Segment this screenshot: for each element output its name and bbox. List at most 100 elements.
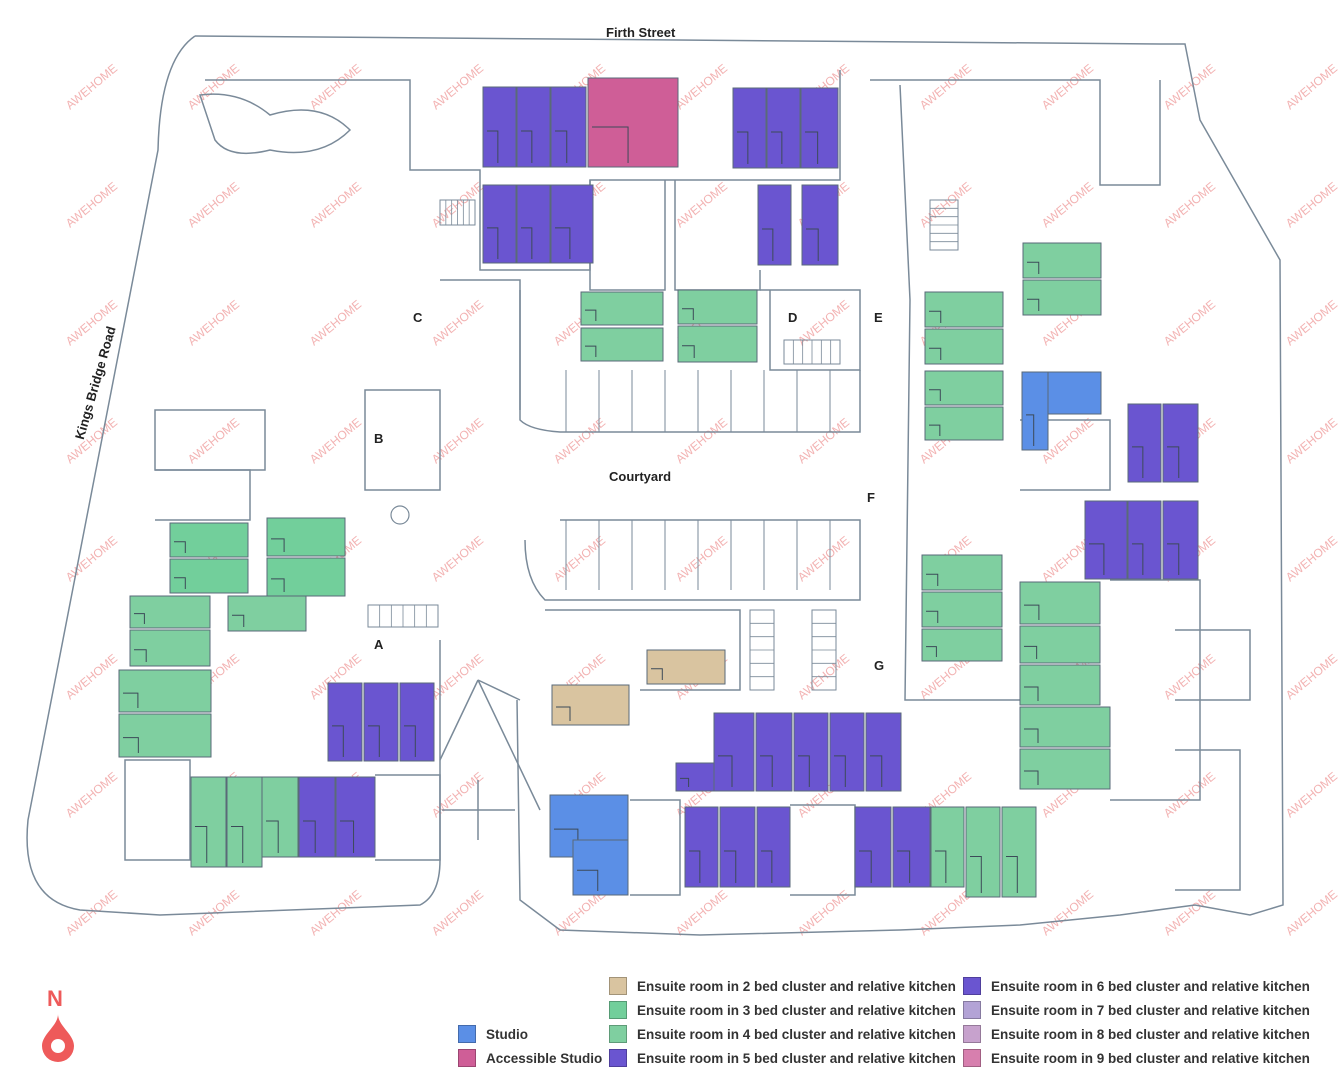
- watermark-text: AWEHOME: [795, 297, 852, 348]
- ensuite-partition: [805, 131, 819, 164]
- room-cluster-5: [399, 682, 435, 762]
- legend-label: Ensuite room in 3 bed cluster and relati…: [637, 1002, 956, 1018]
- ensuite-partition: [760, 755, 773, 787]
- ensuite-partition: [271, 538, 285, 552]
- watermark-text: AWEHOME: [673, 887, 730, 938]
- watermark-text: AWEHOME: [185, 297, 242, 348]
- room-studio: [572, 839, 629, 896]
- watermark-text: AWEHOME: [673, 533, 730, 584]
- watermark-text: AWEHOME: [63, 887, 120, 938]
- watermark-text: AWEHOME: [1161, 651, 1218, 702]
- room-cluster-5: [1127, 403, 1162, 483]
- room-cluster-5: [1084, 500, 1128, 580]
- wall-outline: [545, 609, 741, 691]
- room-cluster-5: [298, 776, 336, 858]
- watermark-text: AWEHOME: [63, 651, 120, 702]
- room-cluster-5: [801, 184, 839, 266]
- room-cluster-4: [1022, 279, 1102, 316]
- room-cluster-4: [1019, 625, 1101, 664]
- room-cluster-3: [266, 517, 346, 557]
- wall-outline: [1175, 629, 1251, 701]
- room-cluster-4: [924, 406, 1004, 441]
- ensuite-partition: [1132, 543, 1144, 575]
- stair-label-e: E: [874, 310, 883, 325]
- room-cluster-4: [580, 327, 664, 362]
- north-label: N: [47, 986, 63, 1011]
- wall-outline: [1020, 419, 1111, 491]
- watermark-text: AWEHOME: [307, 179, 364, 230]
- stair-label-c: C: [413, 310, 423, 325]
- ensuite-partition: [859, 850, 872, 883]
- ensuite-partition: [935, 850, 947, 883]
- room-cluster-4: [921, 554, 1003, 591]
- watermark-text: AWEHOME: [63, 179, 120, 230]
- room-cluster-4: [924, 291, 1004, 328]
- wheelchair-icon: [390, 505, 410, 525]
- wall-outline: [364, 389, 441, 491]
- room-cluster-4: [924, 370, 1004, 406]
- room-cluster-5: [713, 712, 755, 792]
- stair-label-a: A: [374, 637, 384, 652]
- legend-label: Ensuite room in 6 bed cluster and relati…: [991, 978, 1310, 994]
- ensuite-partition: [271, 578, 285, 592]
- ensuite-partition: [718, 755, 733, 787]
- ensuite-partition: [555, 130, 568, 163]
- room-cluster-5: [516, 184, 551, 264]
- ensuite-partition: [870, 755, 883, 787]
- ensuite-partition: [1027, 261, 1040, 274]
- wall-outline: [589, 180, 666, 291]
- legend-swatch: [609, 1001, 627, 1019]
- watermark-text: AWEHOME: [307, 415, 364, 466]
- legend-label: Accessible Studio: [486, 1050, 603, 1066]
- ensuite-partition: [134, 649, 147, 662]
- watermark-text: AWEHOME: [185, 179, 242, 230]
- watermark-text: AWEHOME: [1039, 61, 1096, 112]
- stair-label-d: D: [788, 310, 798, 325]
- room-cluster-5: [865, 712, 902, 792]
- room-cluster-4: [118, 713, 212, 758]
- legend-swatch: [458, 1025, 476, 1043]
- ensuite-partition: [926, 610, 939, 623]
- room-cluster-4: [1022, 242, 1102, 279]
- ensuite-partition: [521, 130, 533, 163]
- ensuite-partition: [585, 309, 597, 321]
- ensuite-partition: [1132, 446, 1144, 478]
- watermark-text: AWEHOME: [1039, 887, 1096, 938]
- watermark-text: AWEHOME: [551, 415, 608, 466]
- legend-item-cluster-7: Ensuite room in 7 bed cluster and relati…: [963, 1001, 1310, 1019]
- room-cluster-5: [892, 806, 931, 888]
- room-cluster-4: [1019, 581, 1101, 625]
- legend-item-cluster-5: Ensuite room in 5 bed cluster and relati…: [609, 1049, 956, 1067]
- ensuite-partition: [487, 130, 499, 163]
- room-cluster-4: [261, 776, 299, 858]
- room-cluster-5: [675, 762, 715, 792]
- ensuite-partition: [929, 424, 941, 436]
- legend-label: Ensuite room in 4 bed cluster and relati…: [637, 1026, 956, 1042]
- ensuite-partition: [680, 777, 690, 787]
- ensuite-partition: [123, 737, 139, 753]
- building-outline: [26, 35, 1284, 936]
- watermark-text: AWEHOME: [429, 887, 486, 938]
- watermark-text: AWEHOME: [429, 415, 486, 466]
- ensuite-partition: [332, 725, 344, 757]
- wall-outline: [440, 279, 521, 410]
- watermark-text: AWEHOME: [917, 61, 974, 112]
- ensuite-partition: [303, 820, 316, 853]
- ensuite-partition: [556, 706, 571, 721]
- wall-outline: [124, 759, 191, 861]
- ensuite-partition: [926, 573, 939, 586]
- ensuite-partition: [232, 614, 245, 627]
- room-cluster-4: [580, 291, 664, 326]
- ensuite-partition: [1024, 770, 1039, 785]
- ensuite-partition: [1089, 543, 1105, 575]
- room-cluster-4: [677, 325, 758, 363]
- legend-label: Ensuite room in 7 bed cluster and relati…: [991, 1002, 1310, 1018]
- legend-swatch: [609, 1025, 627, 1043]
- wall-outline: [790, 804, 856, 896]
- legend-label: Ensuite room in 2 bed cluster and relati…: [637, 978, 956, 994]
- legend-swatch: [963, 1025, 981, 1043]
- watermark-text: AWEHOME: [63, 769, 120, 820]
- wall-outline: [205, 70, 841, 271]
- stair-label-b: B: [374, 431, 384, 446]
- room-cluster-5: [800, 87, 839, 169]
